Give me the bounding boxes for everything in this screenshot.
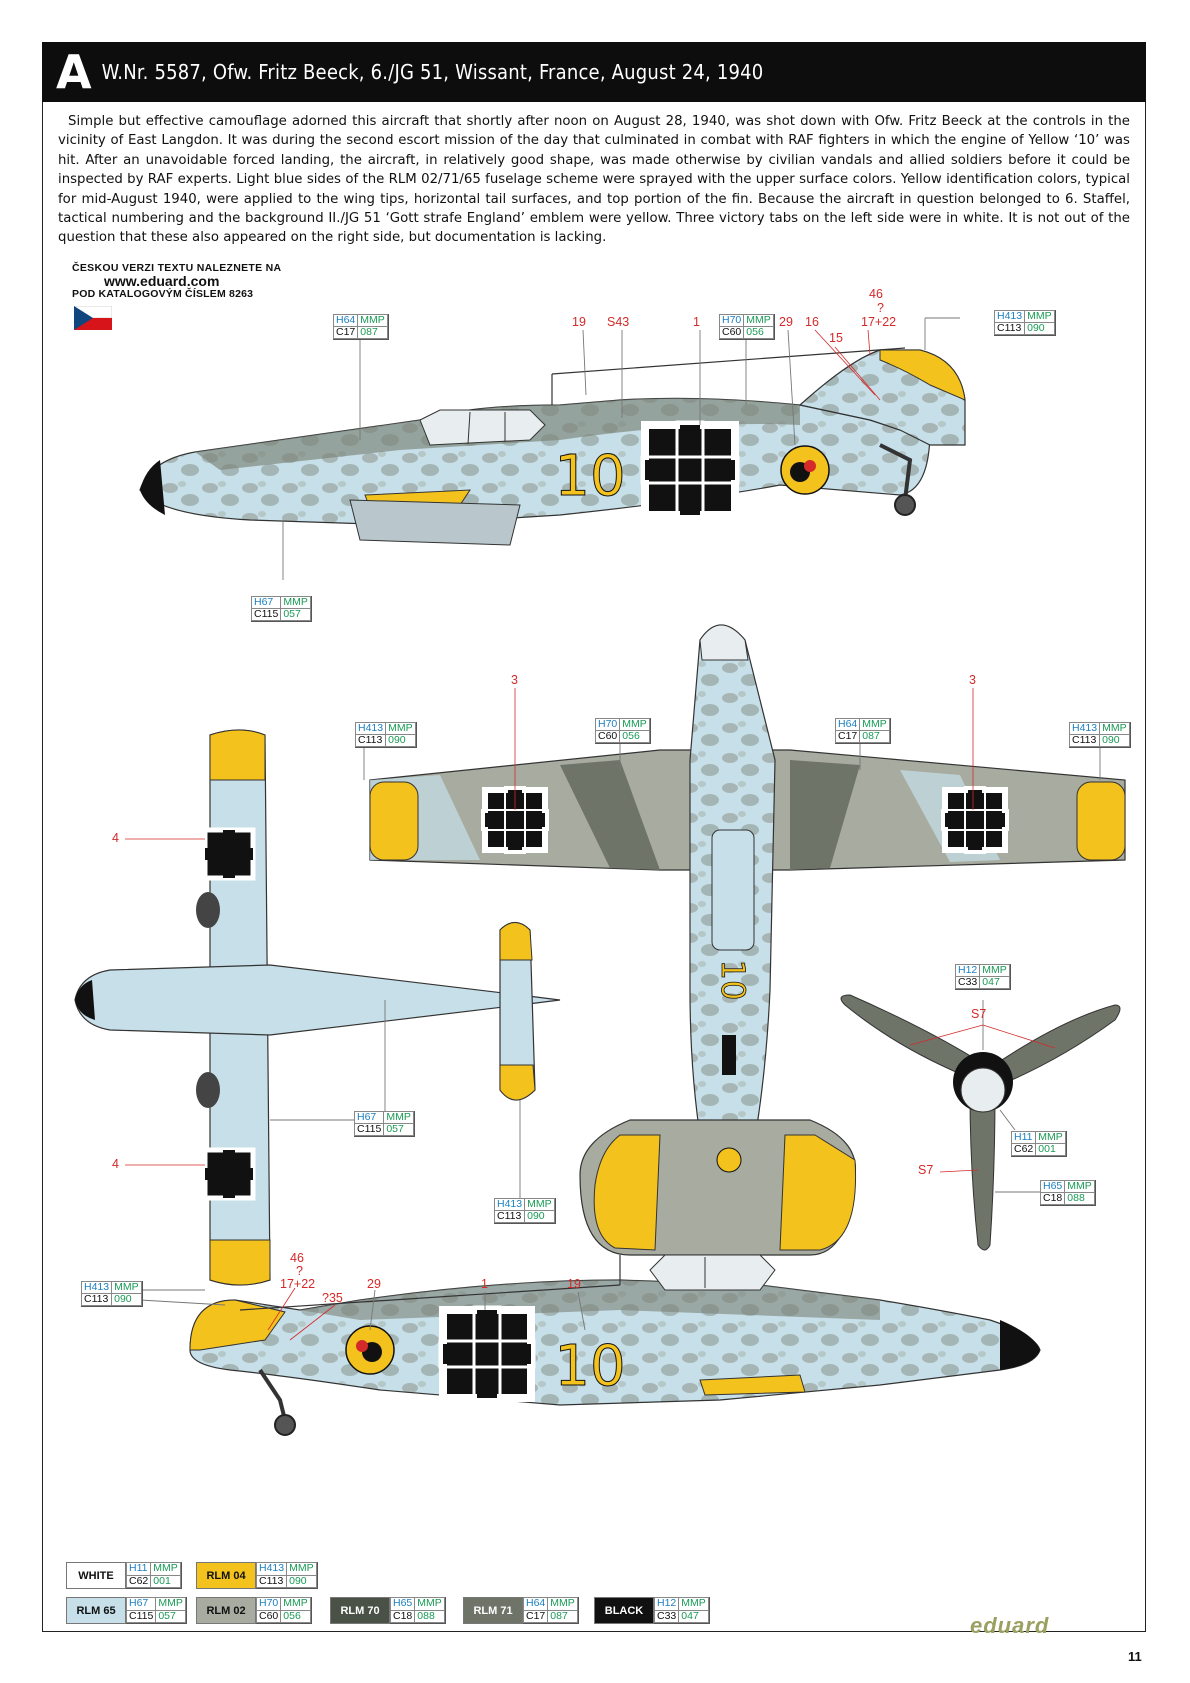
stencil-bottom-17-22: 17+22: [280, 1277, 316, 1291]
stencil-29: 29: [779, 315, 793, 329]
stencil-s43: S43: [607, 315, 630, 329]
legend-rlm70-chip: RLM 70: [330, 1597, 390, 1624]
stencil-bottom-19: 19: [567, 1277, 581, 1291]
profile-letter: A: [56, 45, 92, 99]
stencil-bottom-35: ?35: [322, 1291, 343, 1305]
profile-header: A W.Nr. 5587, Ofw. Fritz Beeck, 6./JG 51…: [42, 42, 1146, 102]
profile-title: W.Nr. 5587, Ofw. Fritz Beeck, 6./JG 51, …: [101, 60, 764, 84]
stencil-bottom-question: ?: [296, 1264, 303, 1278]
stencil-15: 15: [829, 331, 843, 345]
stencil-question: ?: [877, 301, 884, 315]
czech-note-line3: POD KATALOGOVÝM ČÍSLEM 8263: [72, 288, 254, 300]
eduard-logo: eduard: [970, 1613, 1050, 1638]
stencil-bottom-1: 1: [481, 1277, 488, 1291]
czech-note-line1: ČESKOU VERZI TEXTU NALEZNETE NA: [72, 262, 282, 274]
stencil-16: 16: [805, 315, 819, 329]
stencil-4-top: 4: [112, 831, 119, 845]
legend-white-chip: WHITE: [66, 1562, 126, 1589]
czech-note-link[interactable]: www.eduard.com: [104, 273, 220, 289]
page-number: 11: [1128, 1649, 1142, 1664]
stencil-s7-top: S7: [971, 1007, 987, 1021]
legend-black-chip: BLACK: [594, 1597, 654, 1624]
stencil-3-right: 3: [969, 673, 976, 687]
stencil-19: 19: [572, 315, 586, 329]
stencil-4-bottom: 4: [112, 1157, 119, 1171]
czech-note: ČESKOU VERZI TEXTU NALEZNETE NA www.edua…: [72, 262, 302, 301]
stencil-17-22: 17+22: [861, 315, 897, 329]
legend-rlm71-chip: RLM 71: [463, 1597, 523, 1624]
legend-rlm04-chip: RLM 04: [196, 1562, 256, 1589]
legend-rlm65-chip: RLM 65: [66, 1597, 126, 1624]
stencil-bottom-46: 46: [290, 1251, 304, 1265]
czech-flag-icon: [74, 306, 112, 330]
stencil-bottom-29: 29: [367, 1277, 381, 1291]
stencil-3-left: 3: [511, 673, 518, 687]
stencil-1: 1: [693, 315, 700, 329]
legend-rlm02-chip: RLM 02: [196, 1597, 256, 1624]
stencil-46: 46: [869, 287, 883, 301]
description-text: Simple but effective camouflage adorned …: [58, 114, 1130, 246]
stencil-s7-bottom: S7: [918, 1163, 934, 1177]
